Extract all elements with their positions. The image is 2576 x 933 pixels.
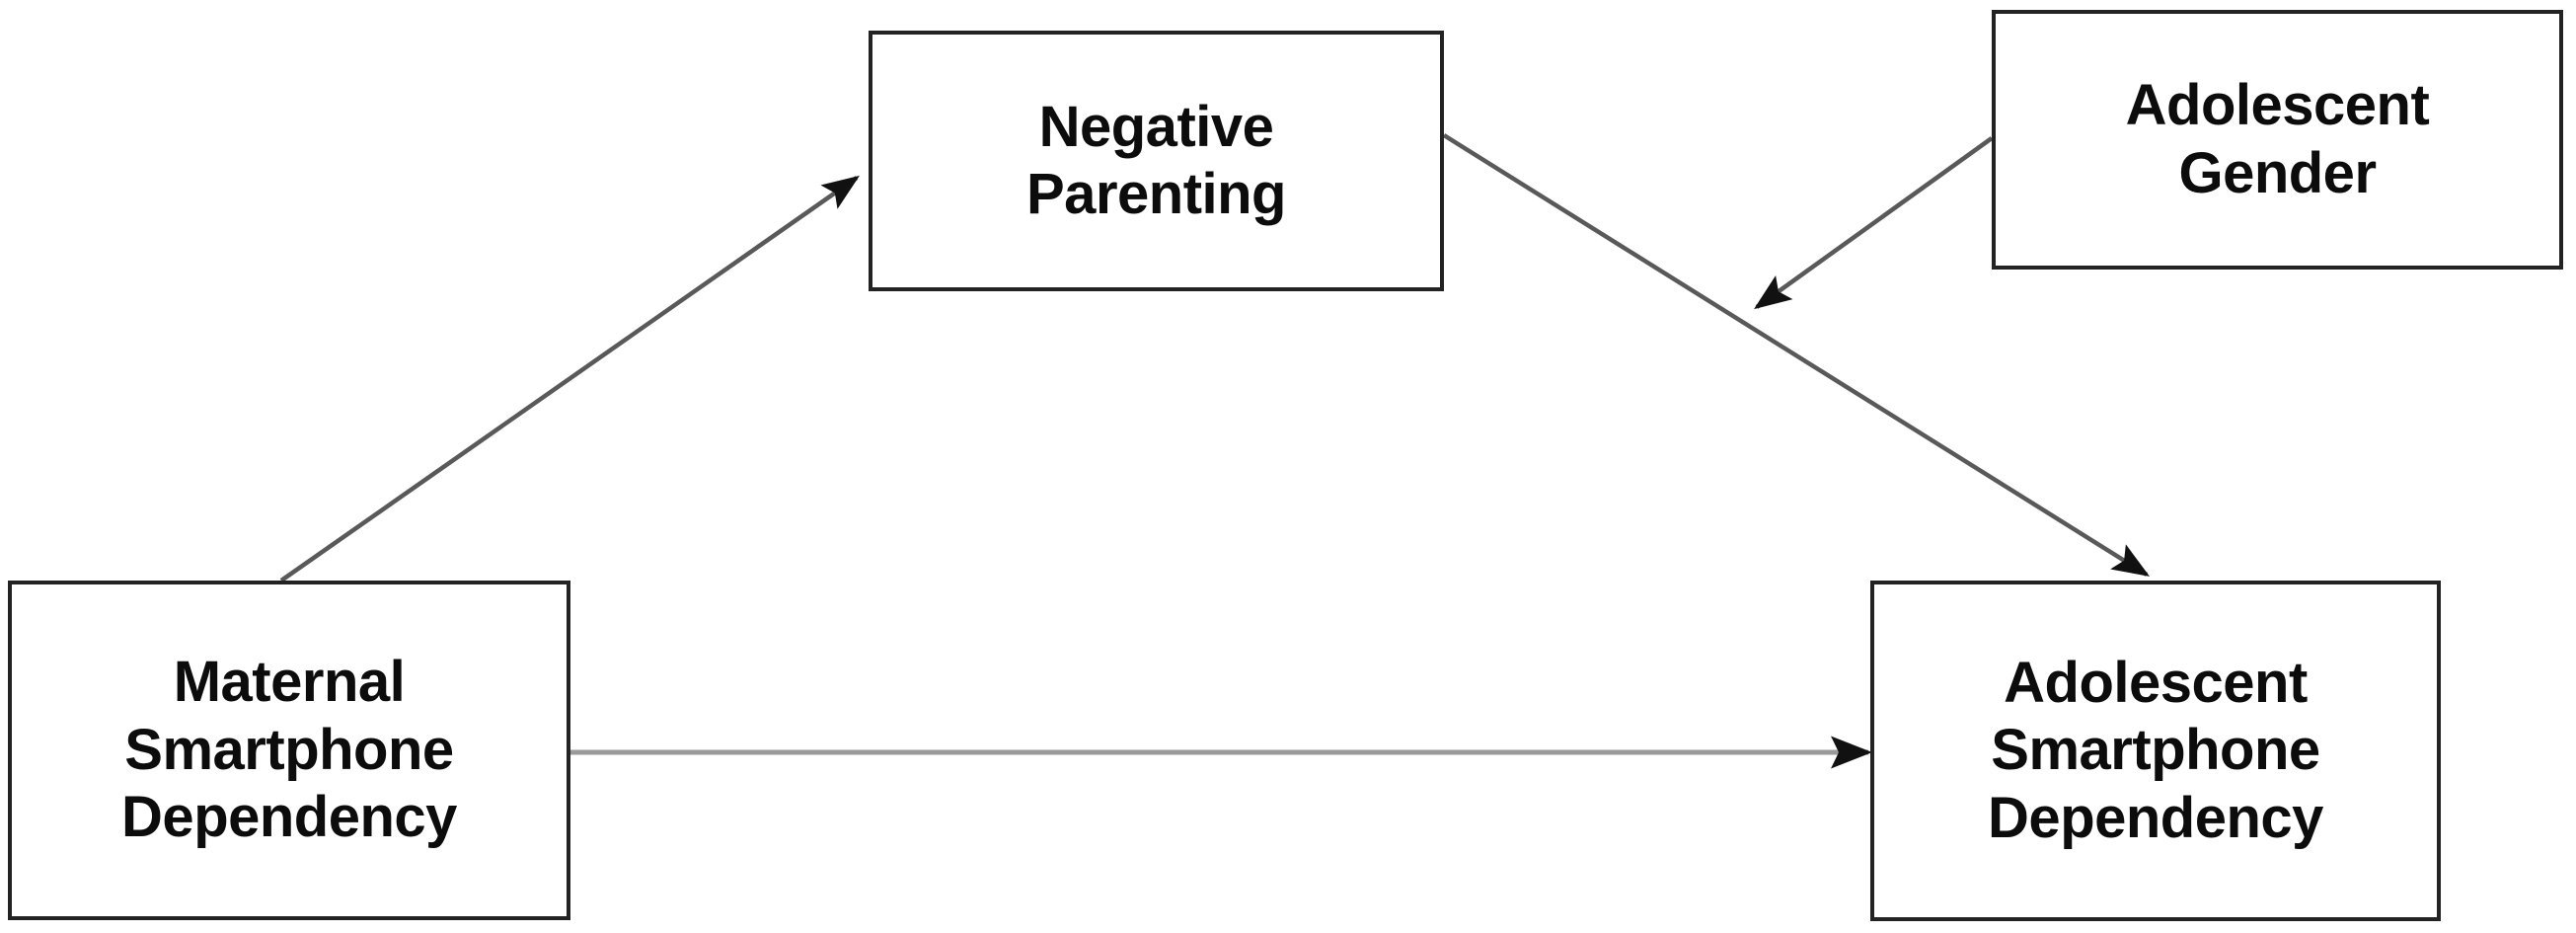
node-adolescent-gender-label: Adolescent Gender	[2125, 73, 2430, 205]
node-adolescent-smartphone-dependency-label: Adolescent Smartphone Dependency	[1988, 650, 2323, 850]
node-adolescent-smartphone-dependency[interactable]: Adolescent Smartphone Dependency	[1870, 581, 2441, 921]
edge-gender-moderation	[1754, 136, 1994, 310]
node-negative-parenting[interactable]: Negative Parenting	[869, 31, 1444, 291]
node-negative-parenting-label: Negative Parenting	[1026, 94, 1287, 226]
node-maternal-smartphone-dependency[interactable]: Maternal Smartphone Dependency	[8, 581, 570, 920]
node-maternal-smartphone-dependency-label: Maternal Smartphone Dependency	[121, 650, 457, 850]
edge-maternal-to-negative-parenting	[279, 175, 860, 583]
node-adolescent-gender[interactable]: Adolescent Gender	[1992, 10, 2563, 270]
